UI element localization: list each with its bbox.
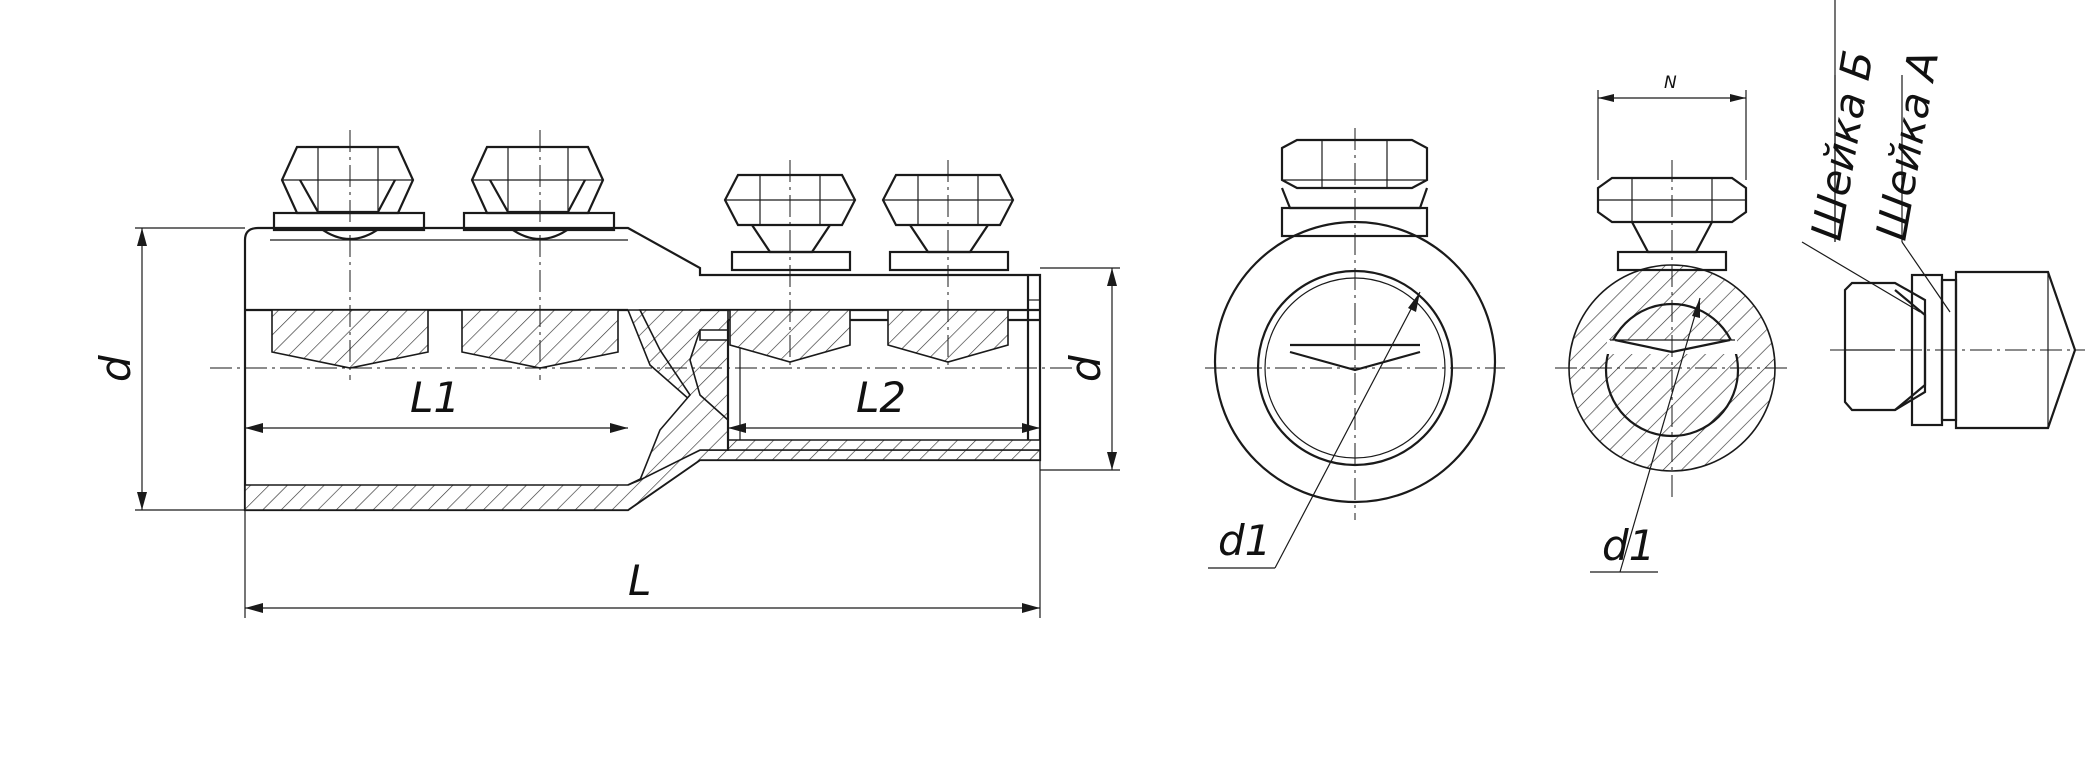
bolt-large-2: [461, 145, 619, 369]
dim-d-left: d: [91, 355, 140, 382]
section-view: N d1: [1555, 73, 1790, 573]
bolt-large-1: [271, 145, 429, 369]
dim-L1: L1: [410, 373, 460, 422]
dim-L2: L2: [856, 373, 906, 422]
dim-N: N: [1664, 73, 1677, 93]
dim-d-right: d: [1061, 355, 1110, 382]
front-view: d1: [1205, 128, 1505, 569]
dim-d1-section: d1: [1602, 521, 1655, 570]
bolt-detail-view: Шейка Б Шейка А: [1802, 0, 2085, 430]
dim-L: L: [628, 556, 651, 605]
side-section-view: d d L1 L2 L: [91, 130, 1120, 618]
dim-d1-front: d1: [1218, 516, 1271, 565]
